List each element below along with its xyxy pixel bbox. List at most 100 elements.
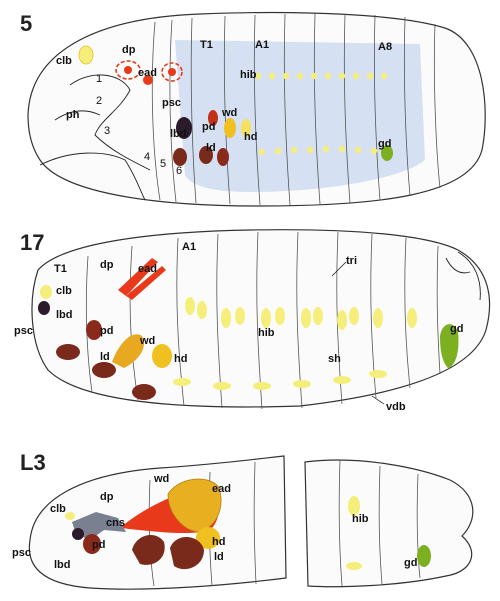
panel-17-ld-organ-2	[92, 362, 116, 378]
panel-5-label-n5: 5	[160, 158, 166, 170]
panel-5-ead-dot-left	[124, 66, 132, 74]
panel-l3-label-pd: pd	[92, 539, 105, 551]
panel-5-label-t1: T1	[200, 39, 213, 51]
panel-17-organs	[38, 258, 459, 400]
panel-17-labels: T1 dp ead A1 tri clb lbd psc pd wd ld hd…	[14, 241, 463, 413]
panel-5-ld-organ-2	[217, 148, 229, 166]
panel-5-label-lbd: lbd	[170, 128, 187, 140]
panel-17-ead-organ	[118, 258, 166, 300]
panel-l3-cns-organ	[72, 512, 126, 540]
panel-17-label-wd: wd	[139, 335, 155, 347]
panel-17-vdb-leader	[371, 395, 385, 405]
panel-l3-organs	[65, 478, 431, 570]
panel-17-gd-organ	[440, 324, 459, 368]
panel-5-label-pd: pd	[202, 121, 215, 133]
panel-l3-label-clb: clb	[50, 503, 66, 515]
panel-l3: L3 wd ead dp	[12, 450, 474, 590]
panel-5-hib-row	[254, 72, 388, 80]
panel-5-wd-organ	[224, 118, 236, 138]
panel-l3-hib-organ	[348, 496, 360, 516]
panel-17-label-gd: gd	[450, 323, 463, 335]
panel-17: 17	[14, 229, 491, 413]
panel-17-wd-organ	[112, 334, 144, 368]
panel-5-hd-organ	[241, 119, 251, 137]
panel-17-label-ead: ead	[138, 263, 157, 275]
panel-17-hib-organs	[185, 297, 417, 330]
panel-l3-number: L3	[20, 450, 46, 475]
panel-17-ld-organ-1	[56, 344, 80, 360]
panel-5-label-a8: A8	[378, 41, 392, 53]
panel-5-segment-lines	[39, 13, 441, 206]
panel-17-label-pd: pd	[100, 325, 113, 337]
panel-5-number: 5	[20, 11, 32, 36]
panel-l3-label-ld: ld	[214, 551, 224, 563]
panel-17-tri-leader	[331, 261, 347, 277]
panel-17-label-clb: clb	[56, 285, 72, 297]
panel-5-label-a1: A1	[255, 39, 269, 51]
panel-17-label-hd: hd	[174, 353, 187, 365]
panel-5-organs	[78, 45, 393, 166]
panel-17-larva-outline	[31, 229, 491, 408]
panel-l3-clb-organ	[65, 512, 75, 520]
panel-17-hd-organ	[152, 344, 172, 368]
panel-5-label-ead: ead	[138, 67, 157, 79]
panel-17-lbd-organ	[38, 301, 50, 315]
panel-l3-label-psc: psc	[12, 547, 31, 559]
panel-5: 5	[20, 11, 486, 207]
panel-5-label-gd: gd	[378, 138, 391, 150]
panel-17-label-dp: dp	[100, 259, 114, 271]
panel-l3-labels: wd ead dp clb cns psc lbd pd hd ld hib g…	[12, 473, 417, 571]
panel-l3-posterior-outline	[304, 459, 474, 588]
panel-l3-label-cns: cns	[106, 517, 125, 529]
panel-l3-wd-organ	[167, 478, 222, 533]
panel-5-label-ld: ld	[206, 142, 216, 154]
panel-l3-label-gd: gd	[404, 557, 417, 569]
panel-5-clb-organ	[78, 45, 94, 65]
panel-5-ead-dot-right	[168, 68, 176, 76]
panel-l3-label-hd: hd	[212, 536, 225, 548]
panel-l3-label-wd: wd	[153, 473, 169, 485]
panel-l3-ld-organ-2	[170, 536, 204, 570]
panel-5-ead-right	[161, 62, 183, 82]
panel-17-label-psc: psc	[14, 325, 33, 337]
panel-17-ld-organ-3	[132, 384, 156, 400]
panel-5-label-wd: wd	[221, 107, 237, 119]
panel-5-gd-organ	[381, 145, 393, 161]
panel-l3-gd-organ	[417, 545, 431, 567]
panel-5-labels: clb dp ead T1 A1 A8 hib psc wd pd hd lbd…	[56, 39, 392, 177]
panel-l3-label-dp: dp	[100, 491, 114, 503]
panel-5-label-hib: hib	[240, 69, 257, 81]
panel-5-blue-region	[175, 40, 425, 192]
panel-5-label-n1: 1	[96, 73, 102, 85]
panel-17-label-a1: A1	[182, 241, 196, 253]
panel-5-ead-dot-mid	[143, 75, 153, 85]
panel-5-lbd-organ	[176, 117, 192, 139]
panel-l3-ventral-organ	[346, 562, 362, 570]
panel-17-pd-organ	[86, 320, 102, 340]
panel-5-label-n3: 3	[104, 125, 110, 137]
panel-l3-label-lbd: lbd	[54, 559, 71, 571]
panel-5-label-ph: ph	[66, 109, 80, 121]
panel-17-label-hib: hib	[258, 327, 275, 339]
panel-17-ventral-organs	[173, 370, 387, 390]
panel-l3-hd-organ	[196, 527, 220, 549]
panel-5-label-hd: hd	[244, 131, 257, 143]
panel-5-pd-organ	[208, 110, 218, 126]
panel-5-label-dp: dp	[122, 44, 136, 56]
panel-5-label-clb: clb	[56, 55, 72, 67]
panel-5-label-n6: 6	[176, 165, 182, 177]
panel-17-label-ld: ld	[100, 351, 110, 363]
panel-5-label-psc: psc	[162, 97, 181, 109]
panel-l3-pd-organ	[83, 534, 101, 554]
panel-17-clb-organ	[40, 285, 52, 299]
panel-5-ld-organ-3	[173, 148, 187, 166]
panel-l3-label-hib: hib	[352, 513, 369, 525]
panel-5-label-n2: 2	[96, 95, 102, 107]
panel-17-label-tri: tri	[346, 255, 357, 267]
panel-17-label-vdb: vdb	[386, 401, 406, 413]
panel-l3-label-ead: ead	[212, 483, 231, 495]
panel-5-label-n4: 4	[144, 151, 150, 163]
panel-17-number: 17	[20, 230, 44, 255]
